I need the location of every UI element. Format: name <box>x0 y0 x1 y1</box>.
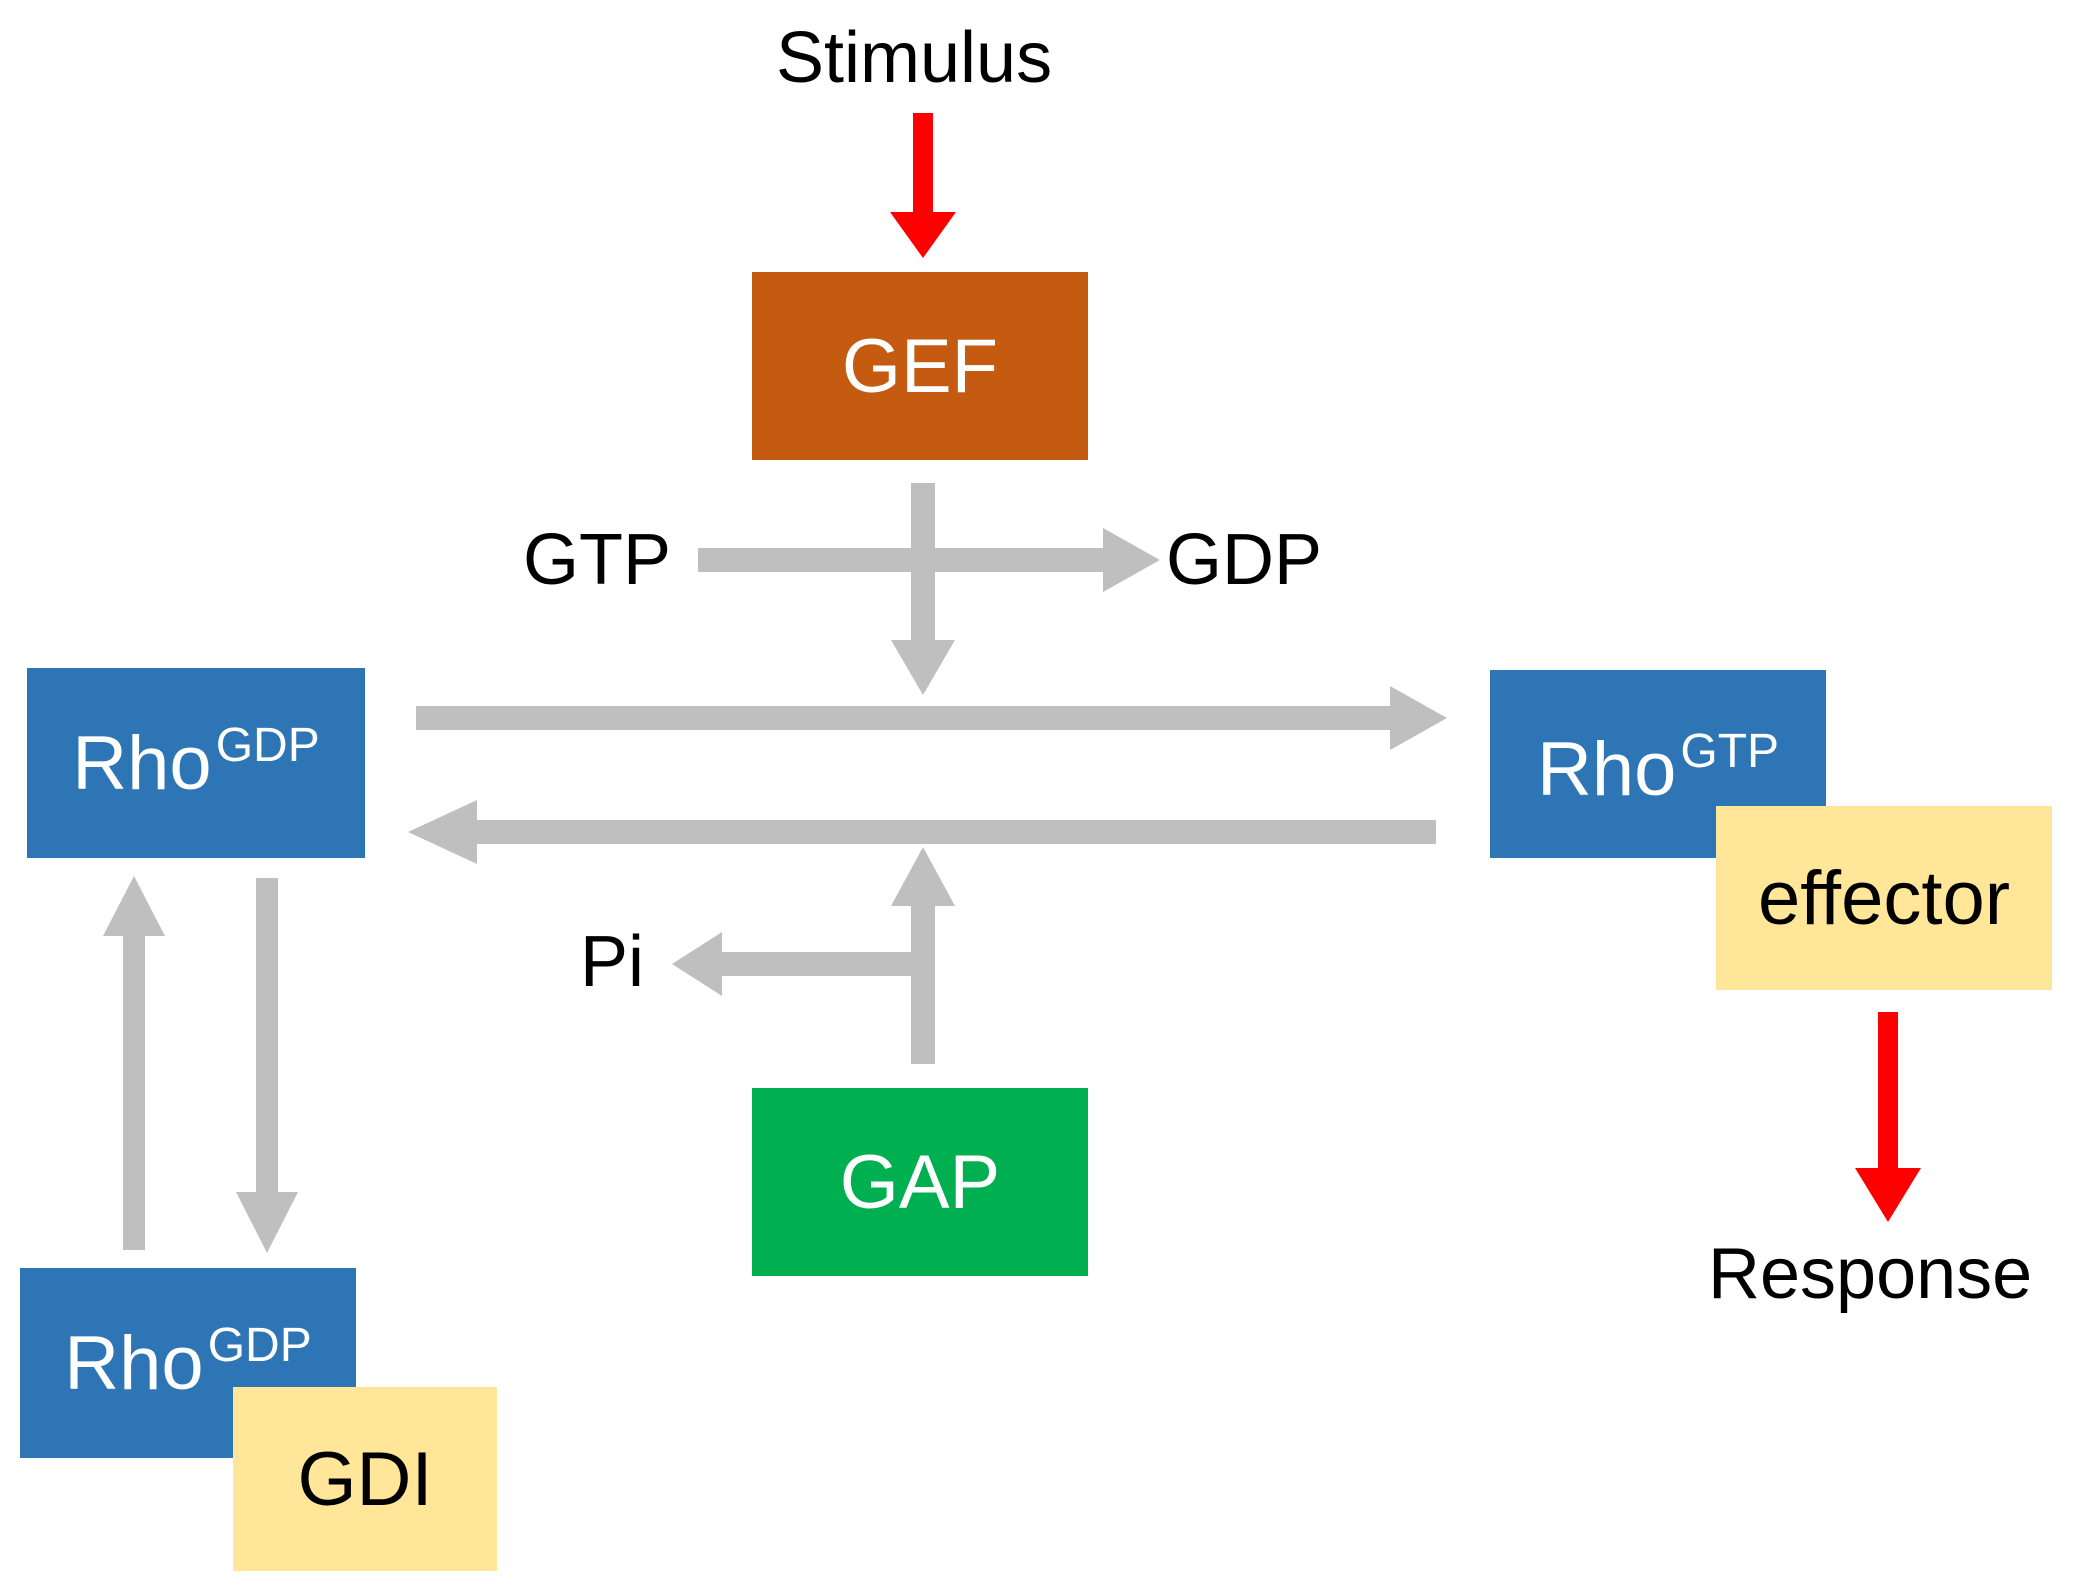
stimulus-arrow <box>890 113 956 258</box>
gdi-binding-arrow <box>236 878 298 1253</box>
gef-catalysis-arrow <box>891 483 955 695</box>
pi-release-arrow <box>672 932 935 996</box>
gef-box: GEF <box>752 272 1088 460</box>
gef-label: GEF <box>841 323 999 409</box>
rho-gdp-box: RhoGDP <box>27 668 365 858</box>
inactivation-arrow <box>408 800 1436 864</box>
rho-gdp-label: RhoGDP <box>72 718 320 806</box>
effector-box: effector <box>1716 806 2052 990</box>
effector-label: effector <box>1757 855 2011 941</box>
gdi-release-arrow <box>103 876 165 1250</box>
gdp-label: GDP <box>1166 520 1323 600</box>
gap-label: GAP <box>839 1139 1001 1225</box>
gdi-label: GDI <box>297 1436 433 1522</box>
gap-box: GAP <box>752 1088 1088 1276</box>
gap-catalysis-arrow <box>891 847 955 1064</box>
rho-gtp-label: RhoGTP <box>1536 725 1780 812</box>
activation-arrow <box>416 686 1447 750</box>
stimulus-label: Stimulus <box>776 18 1053 98</box>
gtp-label: GTP <box>523 520 672 600</box>
pi-label: Pi <box>580 922 645 1002</box>
response-arrow <box>1855 1012 1921 1222</box>
gtp-to-gdp-arrow <box>698 528 1160 592</box>
rho-gdp-gdi-label: RhoGDP <box>64 1319 312 1406</box>
response-label: Response <box>1708 1234 2033 1314</box>
gdi-box: GDI <box>233 1387 497 1571</box>
